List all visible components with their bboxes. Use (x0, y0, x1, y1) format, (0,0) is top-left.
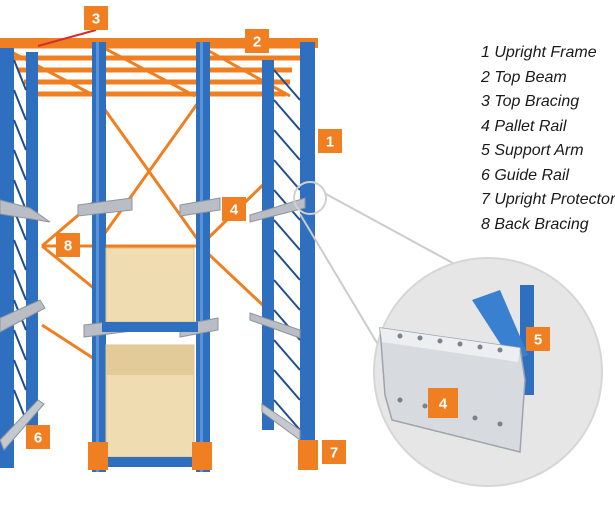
legend-item-guide-rail: 6 Guide Rail (481, 166, 570, 184)
upright-frame-center-left (92, 42, 106, 472)
legend-item-upright-frame: 1 Upright Frame (481, 44, 597, 61)
upright-frame-left (0, 48, 38, 468)
badge-3-leader (37, 29, 97, 47)
badge-5: 5 (526, 327, 550, 351)
legend-item-support-arm: 5 Support Arm (481, 142, 584, 159)
badge-8: 8 (56, 233, 80, 257)
upright-frame-right (262, 42, 315, 470)
svg-text:1: 1 (326, 134, 334, 151)
badge-6: 6 (26, 425, 50, 449)
pallet-load-lower (102, 344, 198, 467)
badge-1: 1 (318, 129, 342, 153)
upright-frame-center-right (196, 42, 210, 472)
drive-in-rack-diagram: 1 2 3 4 4 5 6 7 8 (0, 6, 603, 487)
svg-text:6: 6 (34, 430, 42, 447)
pallet-load-upper (102, 247, 198, 332)
svg-text:4: 4 (439, 396, 448, 413)
legend-item-top-beam: 2 Top Beam (481, 68, 567, 86)
zoom-detail (373, 257, 603, 487)
badge-7: 7 (322, 440, 346, 464)
legend-item-back-bracing: 8 Back Bracing (481, 215, 589, 233)
legend-item-pallet-rail: 4 Pallet Rail (481, 117, 567, 135)
svg-text:8: 8 (64, 238, 72, 255)
badge-3: 3 (84, 6, 108, 30)
svg-text:3: 3 (92, 11, 100, 28)
legend-item-upright-protector: 7 Upright Protector (481, 191, 615, 208)
top-beam (0, 38, 318, 48)
svg-text:5: 5 (534, 332, 542, 349)
upright-protectors (88, 440, 318, 470)
badge-4: 4 (222, 197, 246, 221)
badge-2: 2 (245, 29, 269, 53)
svg-text:2: 2 (253, 34, 261, 51)
svg-text:7: 7 (330, 445, 338, 462)
parts-legend: 1 Upright Frame 2 Top Beam 3 Top Bracing… (481, 41, 615, 237)
badge-4-zoom: 4 (428, 388, 458, 418)
svg-text:4: 4 (230, 202, 239, 219)
legend-item-top-bracing: 3 Top Bracing (481, 93, 580, 110)
